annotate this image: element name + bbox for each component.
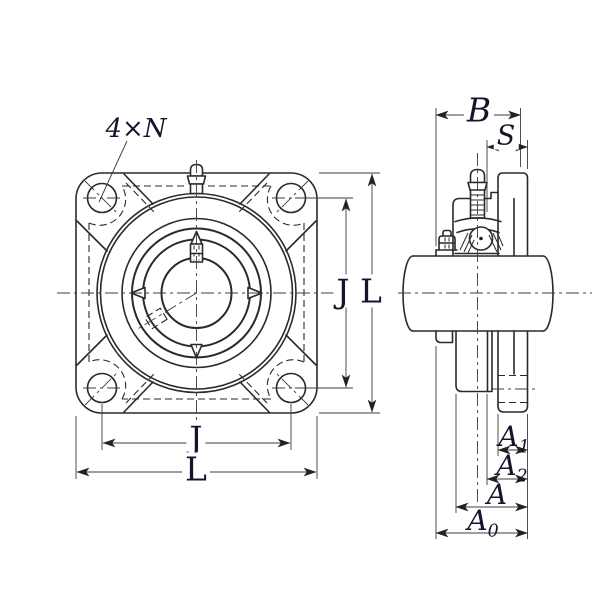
side-centerlines (398, 153, 592, 505)
dim-label-b: B (463, 93, 495, 127)
dim-label-a: A (486, 478, 508, 511)
front-leader-line (98, 140, 128, 203)
side-housing-upper (452, 191, 504, 257)
side-dimensions (435, 108, 529, 539)
front-set-screw-top (189, 230, 204, 263)
dim-label-a1: A1 (498, 420, 530, 458)
side-flange-plate (497, 172, 529, 413)
front-set-screw-angled (135, 292, 197, 331)
dim-label-l-horizontal: L (182, 452, 210, 486)
side-housing-lower (435, 330, 493, 393)
front-hidden-outline (88, 182, 305, 404)
side-view (398, 108, 592, 539)
bolt-hole-count-label: 4×N (105, 114, 167, 144)
dim-label-a2: A2 (496, 449, 528, 487)
dim-label-j-vertical: J (333, 274, 353, 308)
side-shaft (402, 255, 554, 332)
front-dimensions (75, 172, 380, 479)
side-set-screw (435, 229, 458, 257)
dim-label-a0: A0 (467, 504, 499, 542)
dim-label-l-vertical: L (357, 274, 385, 308)
front-view (57, 140, 380, 479)
dim-label-s: S (493, 122, 519, 150)
